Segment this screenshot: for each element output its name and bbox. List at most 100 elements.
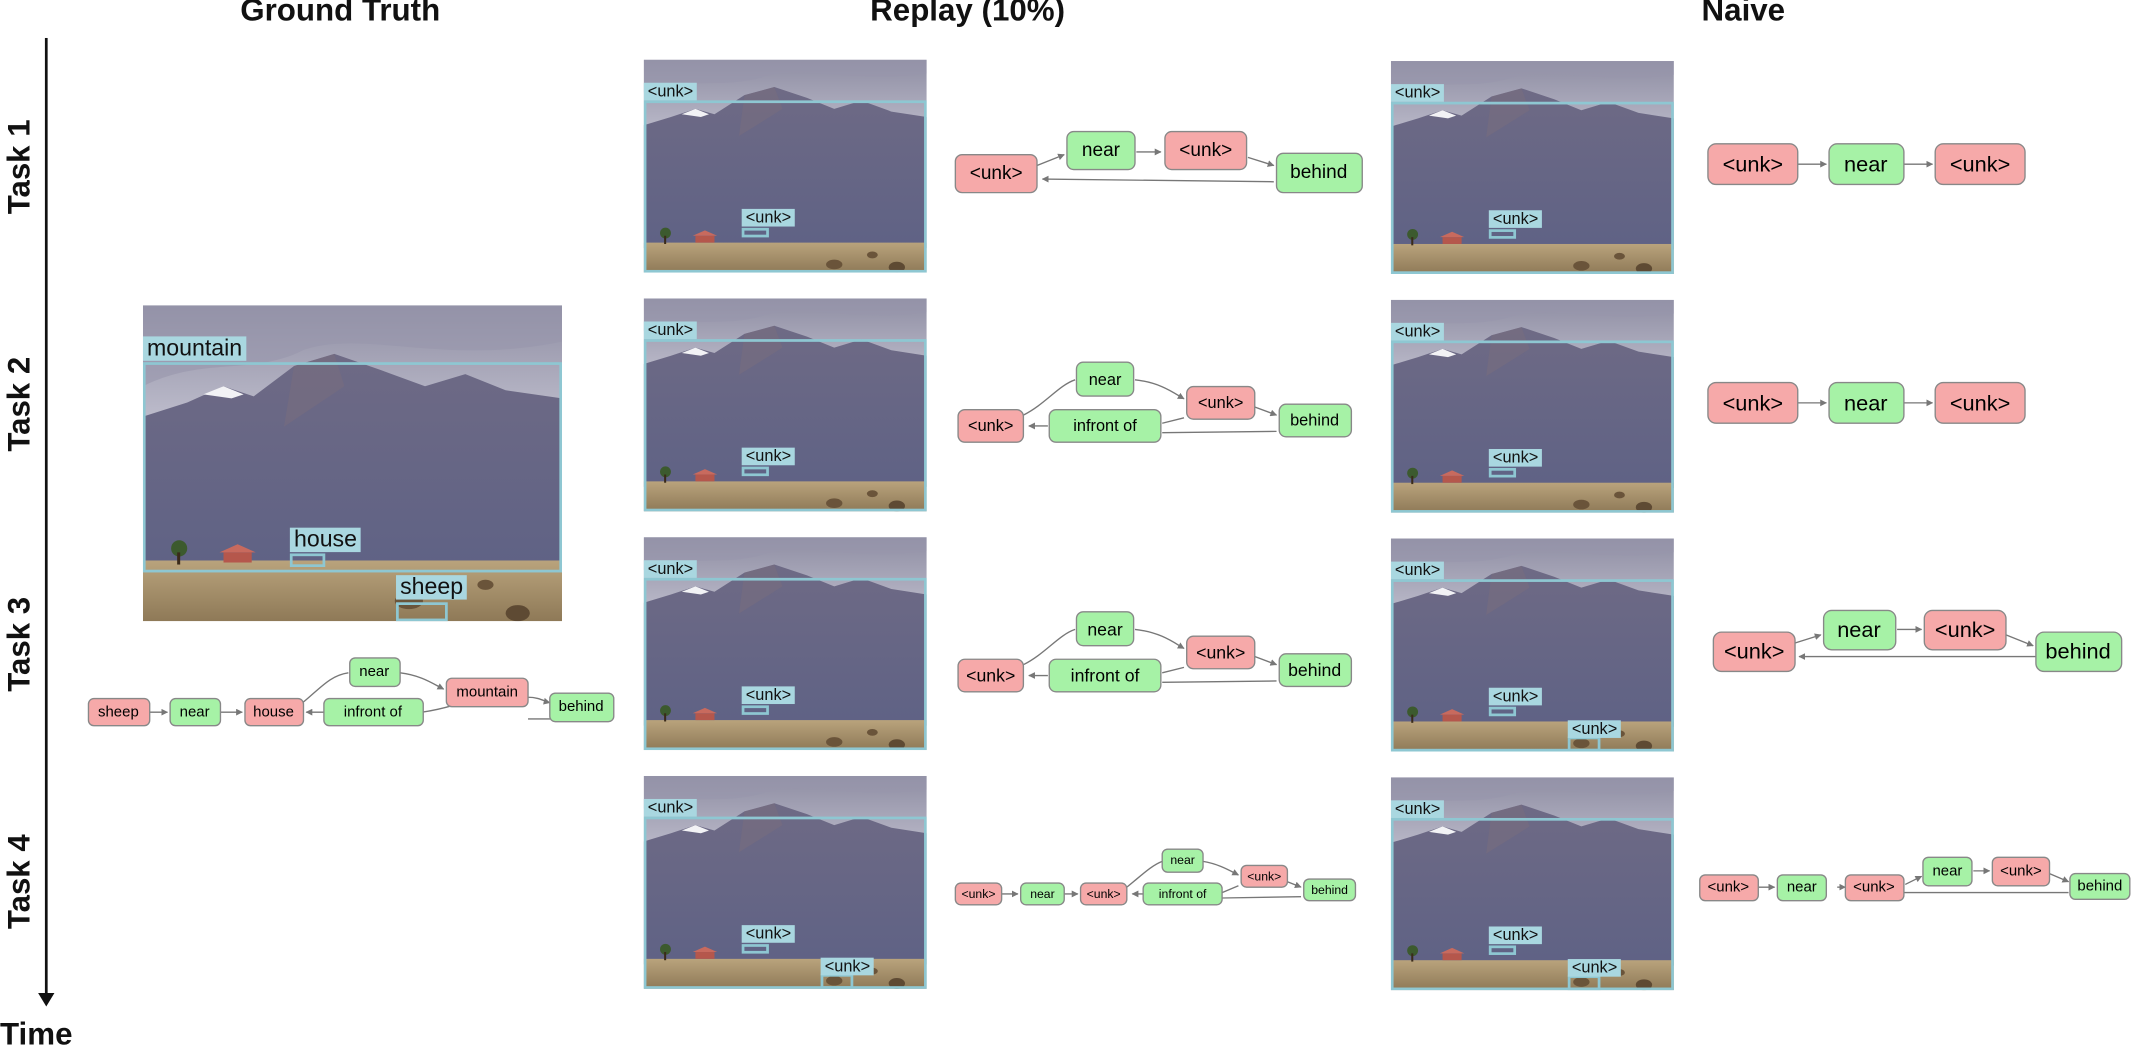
svg-text:behind: behind — [1290, 412, 1339, 430]
naive-t3-node-behind: behind — [2035, 631, 2123, 673]
gt-node-infront-of: infront of — [323, 697, 424, 727]
naive-t3-node-unk-2: <unk> — [1923, 609, 2007, 651]
replay-t3-node-behind: behind — [1278, 653, 1353, 688]
replay-t1-node-unk-2: <unk> — [1164, 130, 1248, 171]
bbox-label-sheep: sheep — [396, 575, 468, 600]
replay-t4-node-near-1: near — [1019, 882, 1065, 906]
svg-text:mountain: mountain — [456, 683, 518, 700]
replay-t3-node-near: near — [1075, 611, 1135, 647]
svg-text:infront of: infront of — [1073, 417, 1137, 435]
svg-text:<unk>: <unk> — [1935, 617, 1995, 642]
replay-t2-node-behind: behind — [1278, 403, 1353, 438]
svg-text:<unk>: <unk> — [1179, 140, 1232, 161]
svg-text:house: house — [253, 704, 294, 721]
replay-t2-node-near: near — [1075, 361, 1135, 397]
replay-task3-image: <unk> <unk> — [643, 537, 927, 751]
naive-t2-node-near: near — [1828, 381, 1905, 424]
replay-t4-node-unk-2: <unk> — [1079, 882, 1128, 906]
svg-text:<unk>: <unk> — [1950, 390, 2010, 415]
timeline-axis — [44, 37, 48, 996]
svg-text:near: near — [1844, 152, 1888, 177]
bbox-label-unk: <unk> — [1488, 688, 1543, 705]
bbox-label-unk: <unk> — [1488, 449, 1543, 467]
svg-text:near: near — [1787, 879, 1817, 896]
replay-t3-node-unk-1: <unk> — [957, 658, 1025, 693]
svg-text:near: near — [1087, 619, 1123, 639]
svg-text:sheep: sheep — [98, 704, 139, 721]
naive-t4-node-near-1: near — [1776, 874, 1828, 902]
bbox-label-unk: <unk> — [643, 321, 698, 339]
bbox-unk-house — [741, 944, 769, 954]
svg-text:behind: behind — [1290, 162, 1347, 183]
bbox-unk-mountain — [643, 577, 927, 751]
bbox-unk-house — [1488, 945, 1517, 955]
svg-text:near: near — [1844, 390, 1888, 415]
column-title-replay: Replay (10%) — [870, 0, 1066, 28]
bbox-unk-mountain — [1390, 101, 1674, 275]
svg-text:behind: behind — [1311, 883, 1348, 897]
task-label-1: Task 1 — [0, 119, 37, 215]
naive-task3-image: <unk> <unk> <unk> — [1390, 538, 1674, 752]
svg-text:near: near — [1089, 371, 1122, 389]
replay-task2-scene-graph: <unk> near infront of <unk> behind — [957, 361, 1353, 443]
svg-text:near: near — [1837, 617, 1881, 642]
replay-t4-node-infront-of: infront of — [1142, 882, 1223, 906]
bbox-unk-mountain — [1390, 579, 1674, 752]
column-title-naive: Naive — [1701, 0, 1786, 28]
replay-t1-node-unk-1: <unk> — [954, 153, 1038, 194]
replay-t2-node-infront-of: infront of — [1048, 408, 1162, 443]
gt-node-near-2: near — [349, 657, 401, 688]
naive-t4-node-unk-3: <unk> — [1991, 856, 2051, 887]
naive-t4-node-unk-1: <unk> — [1699, 874, 1759, 902]
svg-text:<unk>: <unk> — [1723, 152, 1783, 177]
replay-t2-node-unk-2: <unk> — [1186, 385, 1256, 420]
svg-text:<unk>: <unk> — [1724, 639, 1784, 664]
bbox-unk-sheep — [820, 973, 854, 989]
bbox-unk-mountain — [643, 339, 927, 512]
naive-task4-scene-graph: <unk> near <unk> near <unk> behind — [1699, 856, 2131, 902]
svg-text:infront of: infront of — [1071, 666, 1140, 686]
naive-t2-node-unk-2: <unk> — [1934, 381, 2026, 424]
bbox-label-unk: <unk> — [643, 799, 698, 817]
replay-t2-node-unk-1: <unk> — [957, 408, 1025, 443]
timeline-arrowhead — [38, 992, 55, 1007]
time-axis-label: Time — [0, 1016, 73, 1052]
bbox-unk-mountain — [1390, 340, 1674, 513]
svg-text:<unk>: <unk> — [1198, 394, 1243, 412]
replay-task1-scene-graph: <unk> near <unk> behind — [954, 130, 1363, 194]
svg-text:<unk>: <unk> — [1708, 879, 1750, 896]
replay-t4-node-behind: behind — [1303, 878, 1357, 902]
naive-task2-scene-graph: <unk> near <unk> — [1707, 381, 2026, 424]
naive-t1-node-unk-2: <unk> — [1934, 143, 2026, 186]
svg-text:<unk>: <unk> — [2000, 862, 2042, 879]
replay-t4-node-near-2: near — [1161, 848, 1204, 873]
replay-t1-node-behind: behind — [1275, 152, 1363, 194]
naive-task1-image: <unk> <unk> — [1390, 61, 1674, 275]
svg-text:near: near — [1170, 853, 1195, 867]
svg-text:infront of: infront of — [1159, 887, 1207, 901]
task-label-2: Task 2 — [0, 356, 37, 452]
bbox-label-unk: <unk> — [741, 686, 796, 704]
bbox-house — [289, 553, 326, 568]
bbox-unk-sheep — [1567, 736, 1601, 752]
bbox-label-unk: <unk> — [1488, 210, 1543, 228]
svg-text:<unk>: <unk> — [1853, 879, 1895, 896]
gt-node-sheep: sheep — [87, 697, 151, 727]
svg-text:near: near — [1030, 887, 1055, 901]
svg-text:near: near — [1082, 140, 1121, 161]
bbox-unk-mountain — [1390, 817, 1674, 991]
svg-text:<unk>: <unk> — [1723, 390, 1783, 415]
naive-t3-node-near: near — [1822, 609, 1897, 651]
bbox-unk-house — [1488, 706, 1517, 717]
svg-text:behind: behind — [2077, 877, 2122, 894]
naive-t4-node-unk-2: <unk> — [1844, 874, 1905, 902]
gt-node-near: near — [169, 697, 222, 727]
ground-truth-image: mountain house sheep — [142, 305, 563, 622]
naive-t4-node-near-2: near — [1922, 856, 1973, 887]
bbox-label-unk: <unk> — [643, 83, 698, 100]
bbox-label-unk: <unk> — [1390, 84, 1445, 102]
bbox-label-unk: <unk> — [643, 560, 698, 578]
bbox-label-house: house — [289, 527, 362, 552]
bbox-unk-house — [741, 705, 769, 715]
bbox-label-unk: <unk> — [1390, 800, 1445, 818]
